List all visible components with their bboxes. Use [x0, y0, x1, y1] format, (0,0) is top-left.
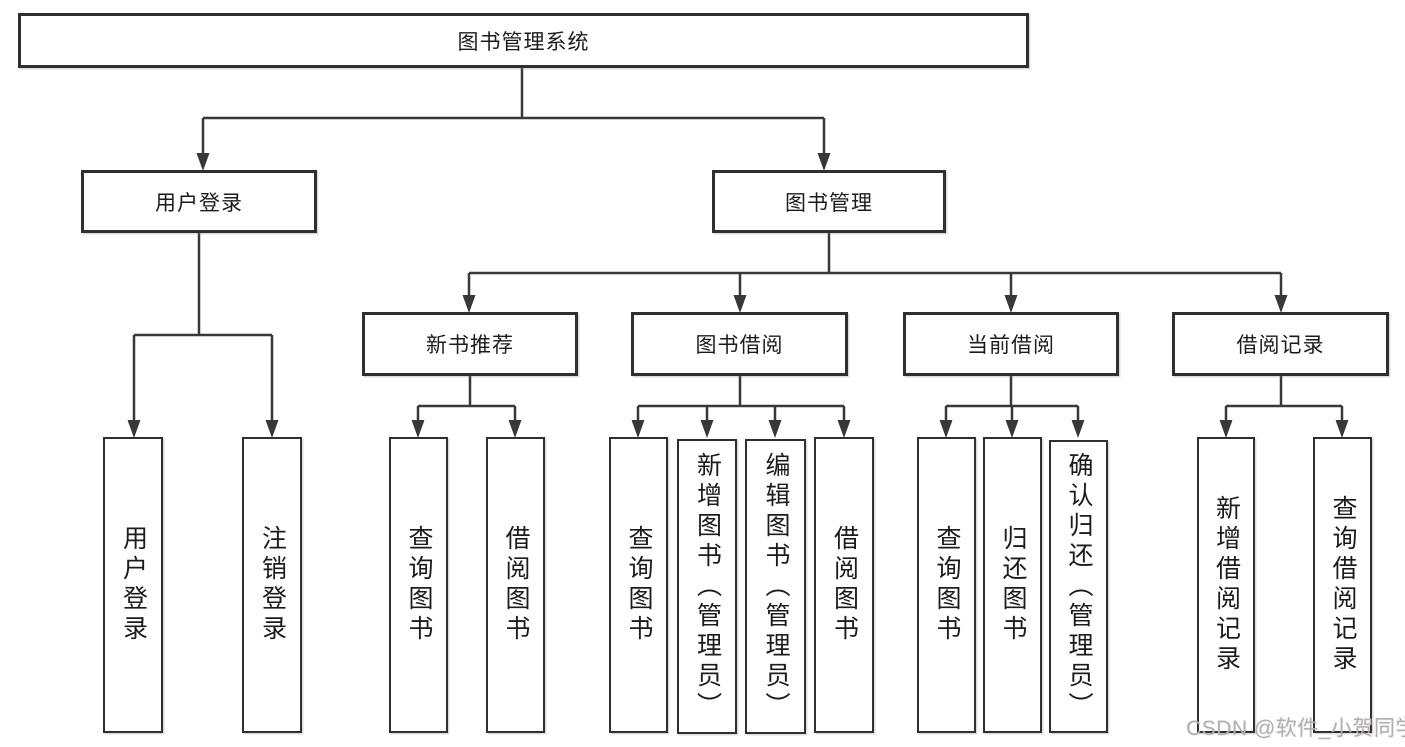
node-label: 图书管理系统: [457, 30, 590, 54]
arrowhead-icons: [127, 153, 1349, 438]
leaf-query-books-1: 查询图书: [389, 437, 448, 733]
leaf-logout: 注销登录: [242, 437, 302, 733]
node-label: 查询图书: [625, 525, 653, 645]
node-book-management: 图书管理: [712, 170, 946, 233]
node-label: 新增图书（管理员）: [693, 451, 722, 722]
leaf-return-books: 归还图书: [983, 437, 1042, 733]
node-borrow-records: 借阅记录: [1172, 312, 1389, 376]
node-label: 图书管理: [785, 191, 873, 215]
node-label: 新增借阅记录: [1212, 495, 1241, 675]
node-label: 新书推荐: [426, 334, 514, 357]
node-book-borrow: 图书借阅: [631, 312, 848, 376]
leaf-borrow-books-2: 借阅图书: [814, 437, 874, 733]
node-label: 借阅图书: [830, 525, 859, 645]
node-label: 借阅记录: [1236, 334, 1325, 357]
node-current-borrow: 当前借阅: [903, 312, 1119, 376]
node-label: 用户登录: [155, 191, 243, 215]
node-label: 借阅图书: [502, 525, 530, 645]
node-label: 注销登录: [258, 525, 287, 645]
node-root-library-system: 图书管理系统: [18, 13, 1029, 68]
node-label: 当前借阅: [967, 334, 1055, 357]
node-label: 确认归还（管理员）: [1065, 451, 1093, 722]
node-label: 查询图书: [405, 525, 433, 645]
leaf-user-login: 用户登录: [103, 437, 163, 733]
node-new-book-recommend: 新书推荐: [362, 312, 578, 376]
leaf-add-books-admin: 新增图书（管理员）: [677, 439, 737, 734]
node-label: 编辑图书（管理员）: [762, 451, 790, 722]
node-label: 用户登录: [119, 525, 148, 645]
node-label: 查询图书: [933, 525, 961, 645]
node-label: 查询借阅记录: [1329, 495, 1357, 675]
leaf-query-books-3: 查询图书: [917, 437, 976, 733]
leaf-query-books-2: 查询图书: [609, 437, 668, 733]
node-label: 归还图书: [999, 525, 1027, 645]
leaf-add-borrow-record: 新增借阅记录: [1197, 437, 1255, 733]
leaf-confirm-return-admin: 确认归还（管理员）: [1049, 440, 1108, 733]
node-user-login: 用户登录: [81, 170, 317, 233]
watermark: CSDN @软件_小贺同学: [1186, 717, 1405, 740]
node-label: 图书借阅: [695, 334, 784, 357]
leaf-borrow-books-1: 借阅图书: [486, 437, 545, 733]
leaf-edit-books-admin: 编辑图书（管理员）: [745, 439, 806, 734]
leaf-query-borrow-record: 查询借阅记录: [1313, 437, 1372, 733]
